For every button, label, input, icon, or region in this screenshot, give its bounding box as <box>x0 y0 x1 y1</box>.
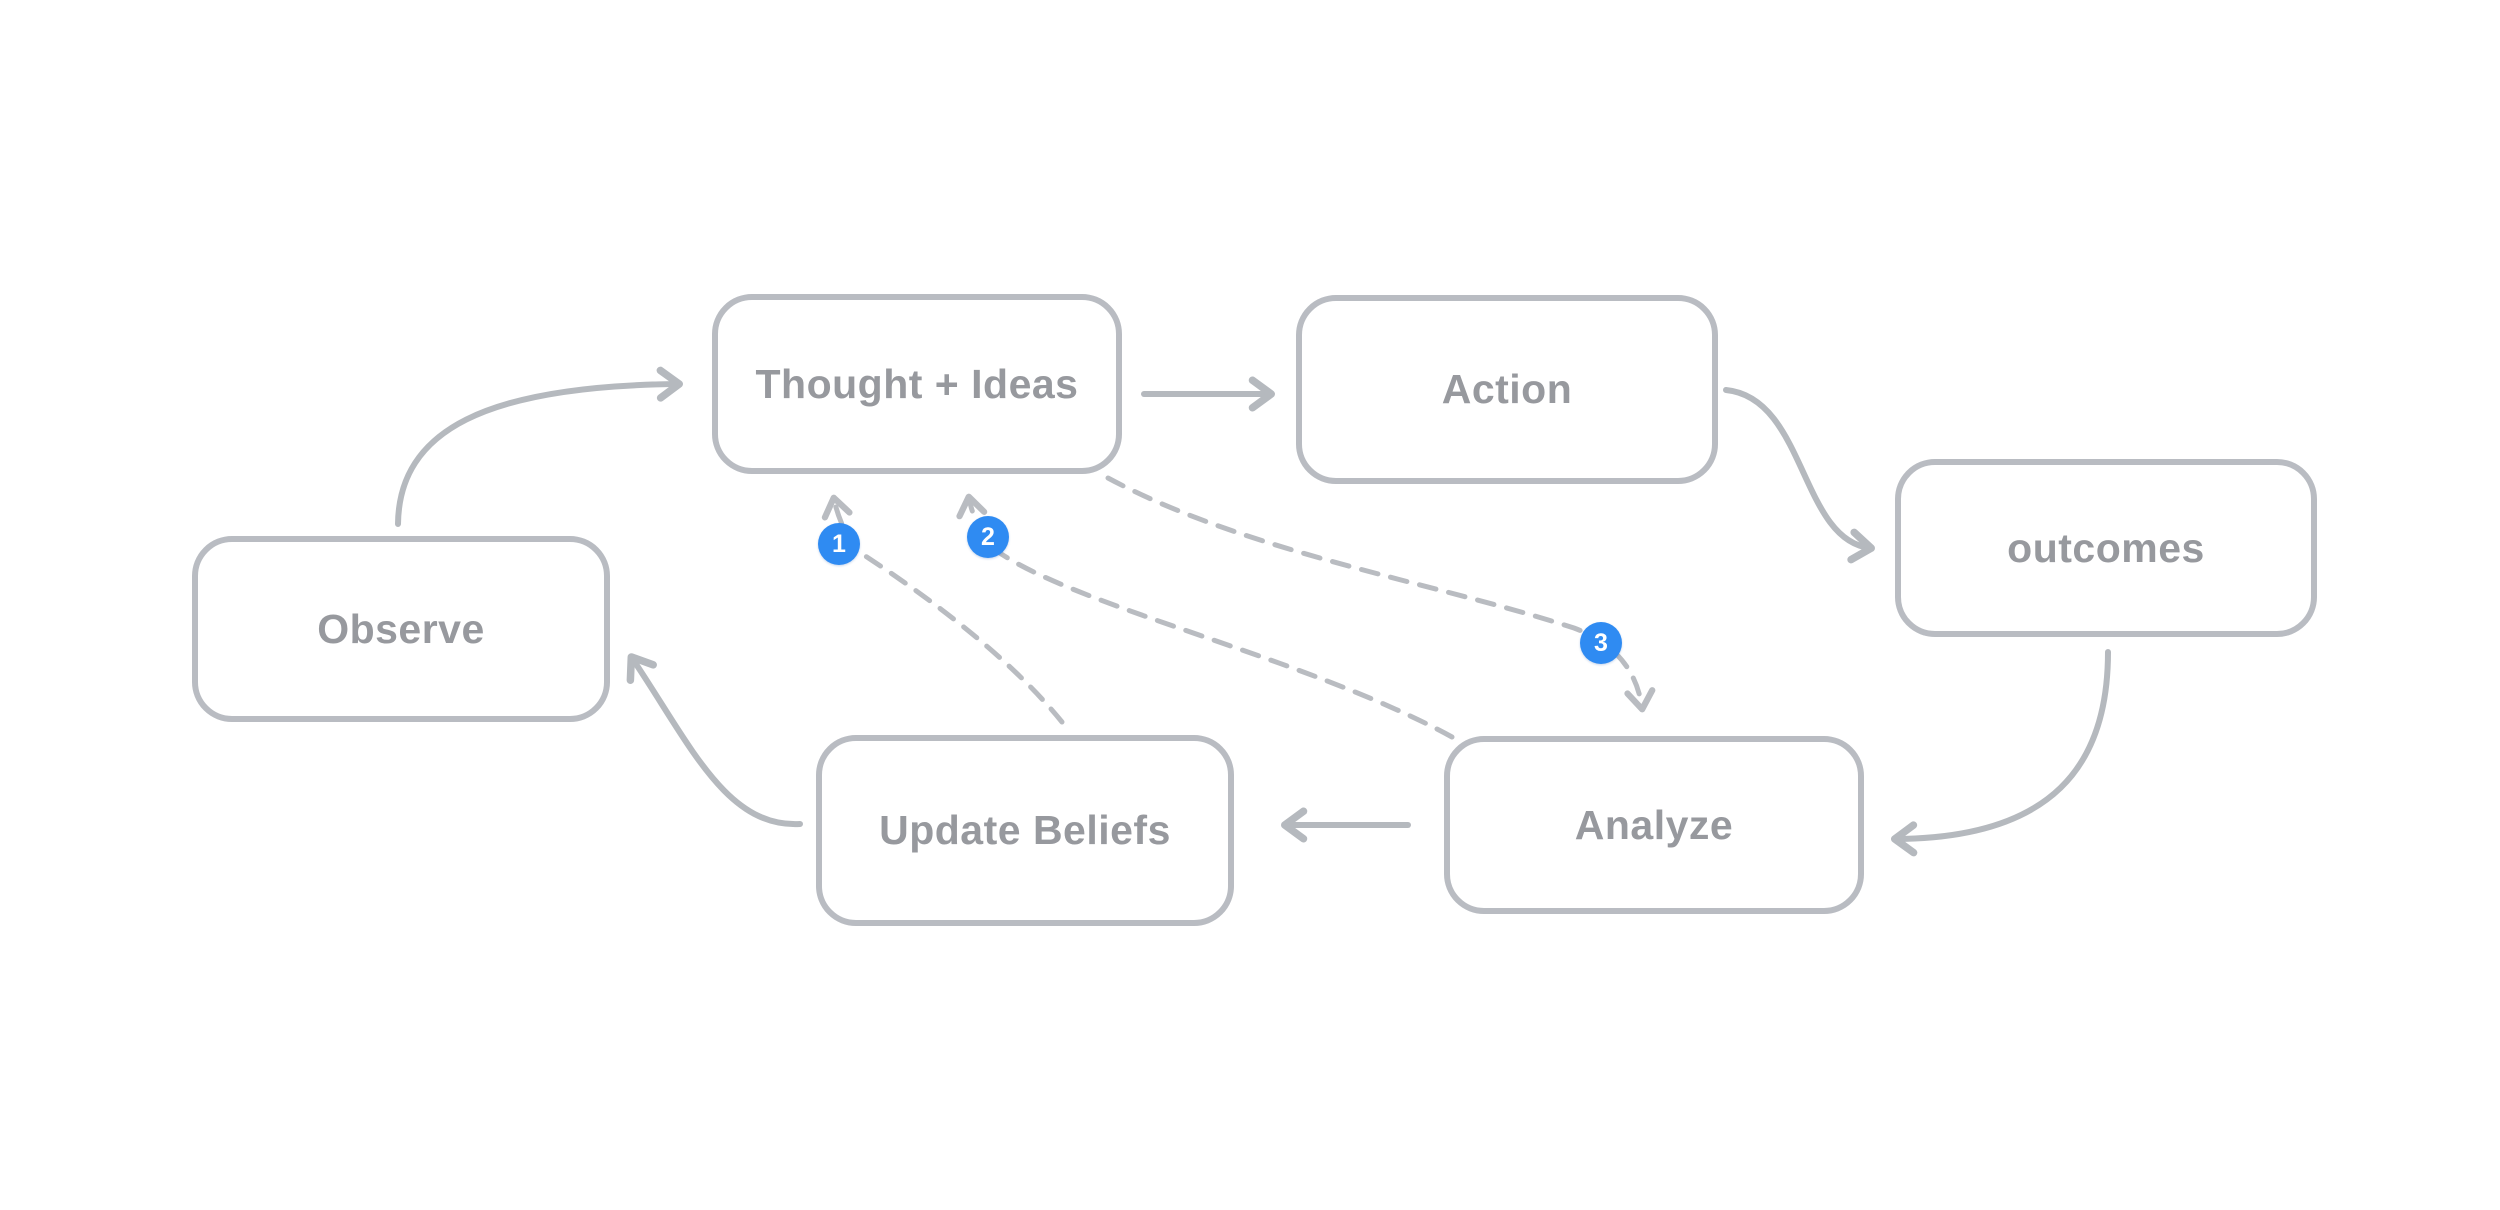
node-outcomes-label: outcomes <box>2007 524 2205 571</box>
step-badge-3-label: 3 <box>1594 628 1608 657</box>
node-thought-ideas[interactable]: Thought + Ideas <box>712 294 1122 474</box>
node-analyze[interactable]: Analyze <box>1444 736 1864 914</box>
node-update-beliefs[interactable]: Update Beliefs <box>816 735 1234 926</box>
edge-observe-to-thought-ideas <box>395 366 683 527</box>
edge-action-to-outcomes <box>1723 387 1875 564</box>
node-thought-ideas-label: Thought + Ideas <box>755 360 1079 407</box>
edge-update-beliefs-to-observe <box>626 653 803 828</box>
step-badge-2-label: 2 <box>981 522 995 551</box>
edge-dashed-3-thought-ideas-to-analyze <box>1105 475 1656 713</box>
step-badge-1[interactable]: 1 <box>818 523 860 565</box>
step-badge-3[interactable]: 3 <box>1580 622 1622 664</box>
node-analyze-label: Analyze <box>1574 801 1734 848</box>
edge-dashed-2-analyze-to-thought-ideas <box>956 493 1455 740</box>
node-update-beliefs-label: Update Beliefs <box>879 807 1171 853</box>
step-badge-1-label: 1 <box>832 529 846 558</box>
node-observe[interactable]: Observe <box>192 536 610 722</box>
node-observe-label: Observe <box>317 605 485 652</box>
step-badge-2[interactable]: 2 <box>967 516 1009 558</box>
edge-outcomes-to-analyze <box>1891 649 2111 857</box>
node-outcomes[interactable]: outcomes <box>1895 459 2317 637</box>
node-action[interactable]: Action <box>1296 295 1718 484</box>
edge-dashed-1-update-beliefs-to-thought-ideas <box>821 494 1065 725</box>
node-action-label: Action <box>1441 366 1573 412</box>
